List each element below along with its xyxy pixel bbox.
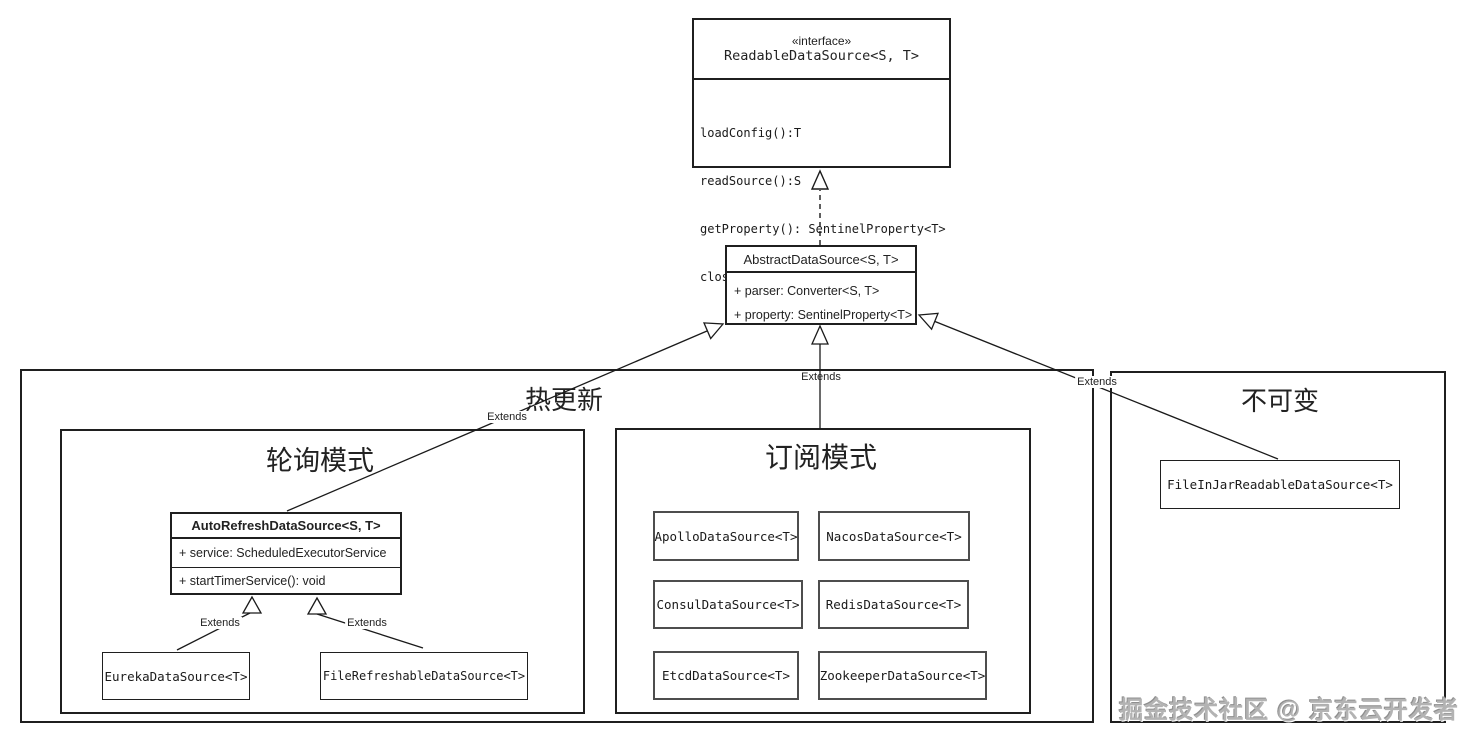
attr-service: + service: ScheduledExecutorService (172, 539, 400, 568)
interface-class-name: ReadableDataSource<S, T> (723, 48, 920, 64)
interface-stereotype: «interface» (791, 34, 852, 48)
polling-group-label: 轮询模式 (266, 446, 374, 476)
extends-label: Extends (198, 617, 242, 629)
extends-label: Extends (801, 371, 841, 383)
hot-update-group-label: 热更新 (524, 385, 604, 415)
attr-property: + property: SentinelProperty<T> (734, 308, 913, 322)
subscription-group-label: 订阅模式 (764, 442, 878, 473)
redis-data-source-class: RedisDataSource<T> (818, 580, 969, 629)
zookeeper-data-source-class: ZookeeperDataSource<T> (818, 651, 987, 700)
consul-data-source-class: ConsulDataSource<T> (653, 580, 803, 629)
auto-refresh-class-name: AutoRefreshDataSource<S, T> (191, 518, 381, 533)
etcd-data-source-class: EtcdDataSource<T> (653, 651, 799, 700)
method-load-config: loadConfig():T (700, 126, 802, 140)
extends-label: Extends (1075, 376, 1119, 388)
auto-refresh-data-source-class: AutoRefreshDataSource<S, T> + service: S… (170, 512, 402, 595)
file-in-jar-readable-data-source-class: FileInJarReadableDataSource<T> (1160, 460, 1400, 509)
readable-data-source-class: «interface» ReadableDataSource<S, T> loa… (692, 18, 951, 284)
immutable-group-label: 不可变 (1240, 386, 1320, 416)
method-get-property: getProperty(): SentinelProperty<T> (700, 222, 946, 236)
method-read-source: readSource():S (700, 174, 802, 188)
abstract-class-name: AbstractDataSource<S, T> (743, 251, 899, 267)
attr-parser: + parser: Converter<S, T> (734, 284, 880, 298)
subscription-group-box (615, 428, 1031, 714)
apollo-data-source-class: ApolloDataSource<T> (653, 511, 799, 561)
abstract-data-source-class: AbstractDataSource<S, T> + parser: Conve… (725, 245, 917, 325)
file-refreshable-data-source-class: FileRefreshableDataSource<T> (320, 652, 528, 700)
eureka-data-source-class: EurekaDataSource<T> (102, 652, 250, 700)
extends-label: Extends (345, 617, 389, 629)
method-start-timer-service: + startTimerService(): void (179, 574, 326, 588)
watermark: 掘金技术社区 @ 京东云开发者 (1119, 697, 1459, 724)
immutable-group-box (1110, 371, 1446, 723)
nacos-data-source-class: NacosDataSource<T> (818, 511, 970, 561)
extends-label: Extends (485, 411, 529, 423)
